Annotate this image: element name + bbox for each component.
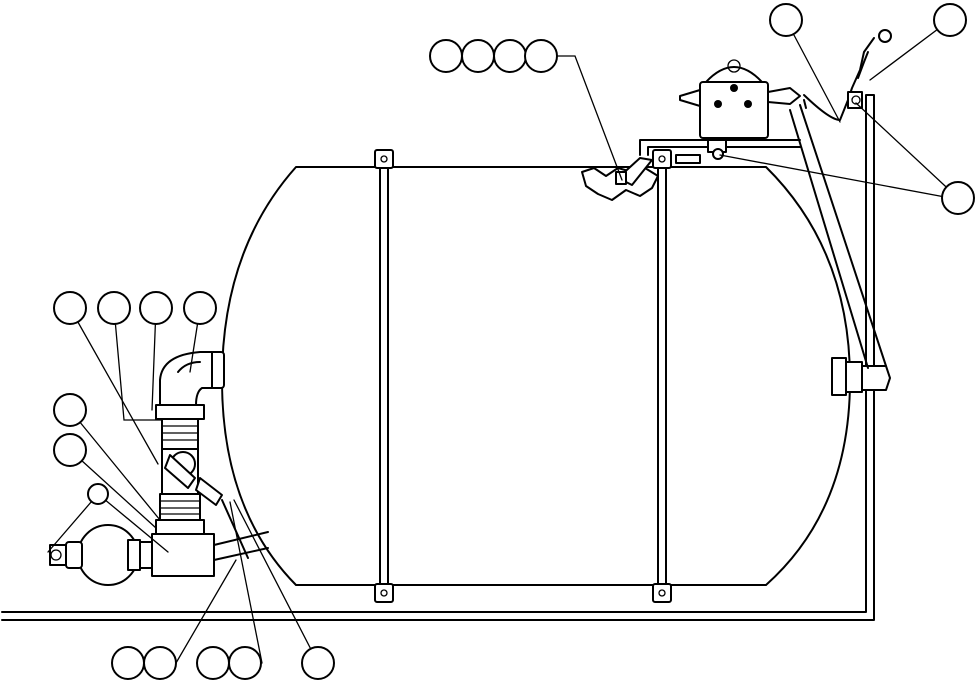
callout-c7 — [941, 181, 975, 215]
callout-c1 — [429, 39, 463, 73]
frame-rail — [1, 94, 875, 621]
callout-c10 — [139, 291, 173, 325]
governor-valve — [639, 29, 892, 164]
callout-c4 — [524, 39, 558, 73]
callout-c12 — [53, 393, 87, 427]
tank-strap-left — [374, 149, 394, 603]
tank-strap-right — [652, 149, 672, 603]
callout-c16 — [143, 646, 177, 680]
callout-c8 — [53, 291, 87, 325]
callout-c2 — [461, 39, 495, 73]
callout-c6 — [933, 3, 967, 37]
callout-c9 — [97, 291, 131, 325]
callout-c17 — [196, 646, 230, 680]
callout-c15 — [111, 646, 145, 680]
callout-c3 — [493, 39, 527, 73]
left-plumbing — [49, 351, 269, 586]
callout-c13 — [53, 433, 87, 467]
line-governor-to-drain-a — [789, 109, 869, 369]
callout-c5 — [769, 3, 803, 37]
callout-c11 — [183, 291, 217, 325]
line-governor-to-drain-b — [799, 104, 887, 367]
callout-c18 — [228, 646, 262, 680]
callout-c14 — [87, 483, 109, 505]
callout-c19 — [301, 646, 335, 680]
air-tank — [209, 166, 891, 586]
